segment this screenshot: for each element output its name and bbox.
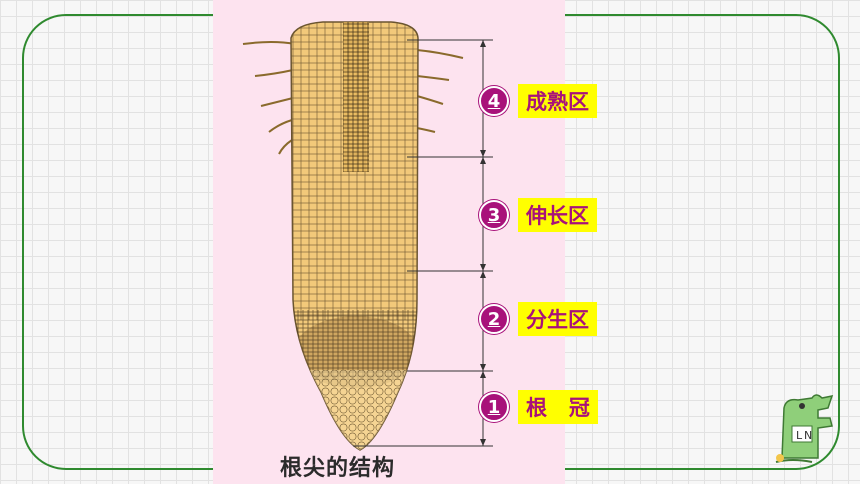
zone-label: 分生区: [518, 302, 597, 336]
zone-label: 根 冠: [518, 390, 598, 424]
root-tip-illustration: [242, 21, 493, 451]
zone-number-badge: 1: [479, 392, 509, 422]
zone-label: 成熟区: [518, 84, 597, 118]
svg-text:L: L: [796, 429, 803, 442]
zone-maturation: 4 成熟区: [479, 84, 597, 118]
zone-number-badge: 3: [479, 200, 509, 230]
zone-root-cap: 1 根 冠: [479, 390, 598, 424]
svg-text:N: N: [804, 429, 812, 442]
diagram-caption: 根尖的结构: [280, 456, 396, 481]
zone-meristem: 2 分生区: [479, 302, 597, 336]
zone-number-badge: 4: [479, 86, 509, 116]
root-hairs-left: [242, 41, 296, 155]
zone-number-badge: 2: [479, 304, 509, 334]
zone-elongation: 3 伸长区: [479, 198, 597, 232]
zone-label: 伸长区: [518, 198, 597, 232]
crocodile-mascot-icon: L N: [775, 394, 834, 463]
root-hairs-right: [416, 49, 464, 133]
